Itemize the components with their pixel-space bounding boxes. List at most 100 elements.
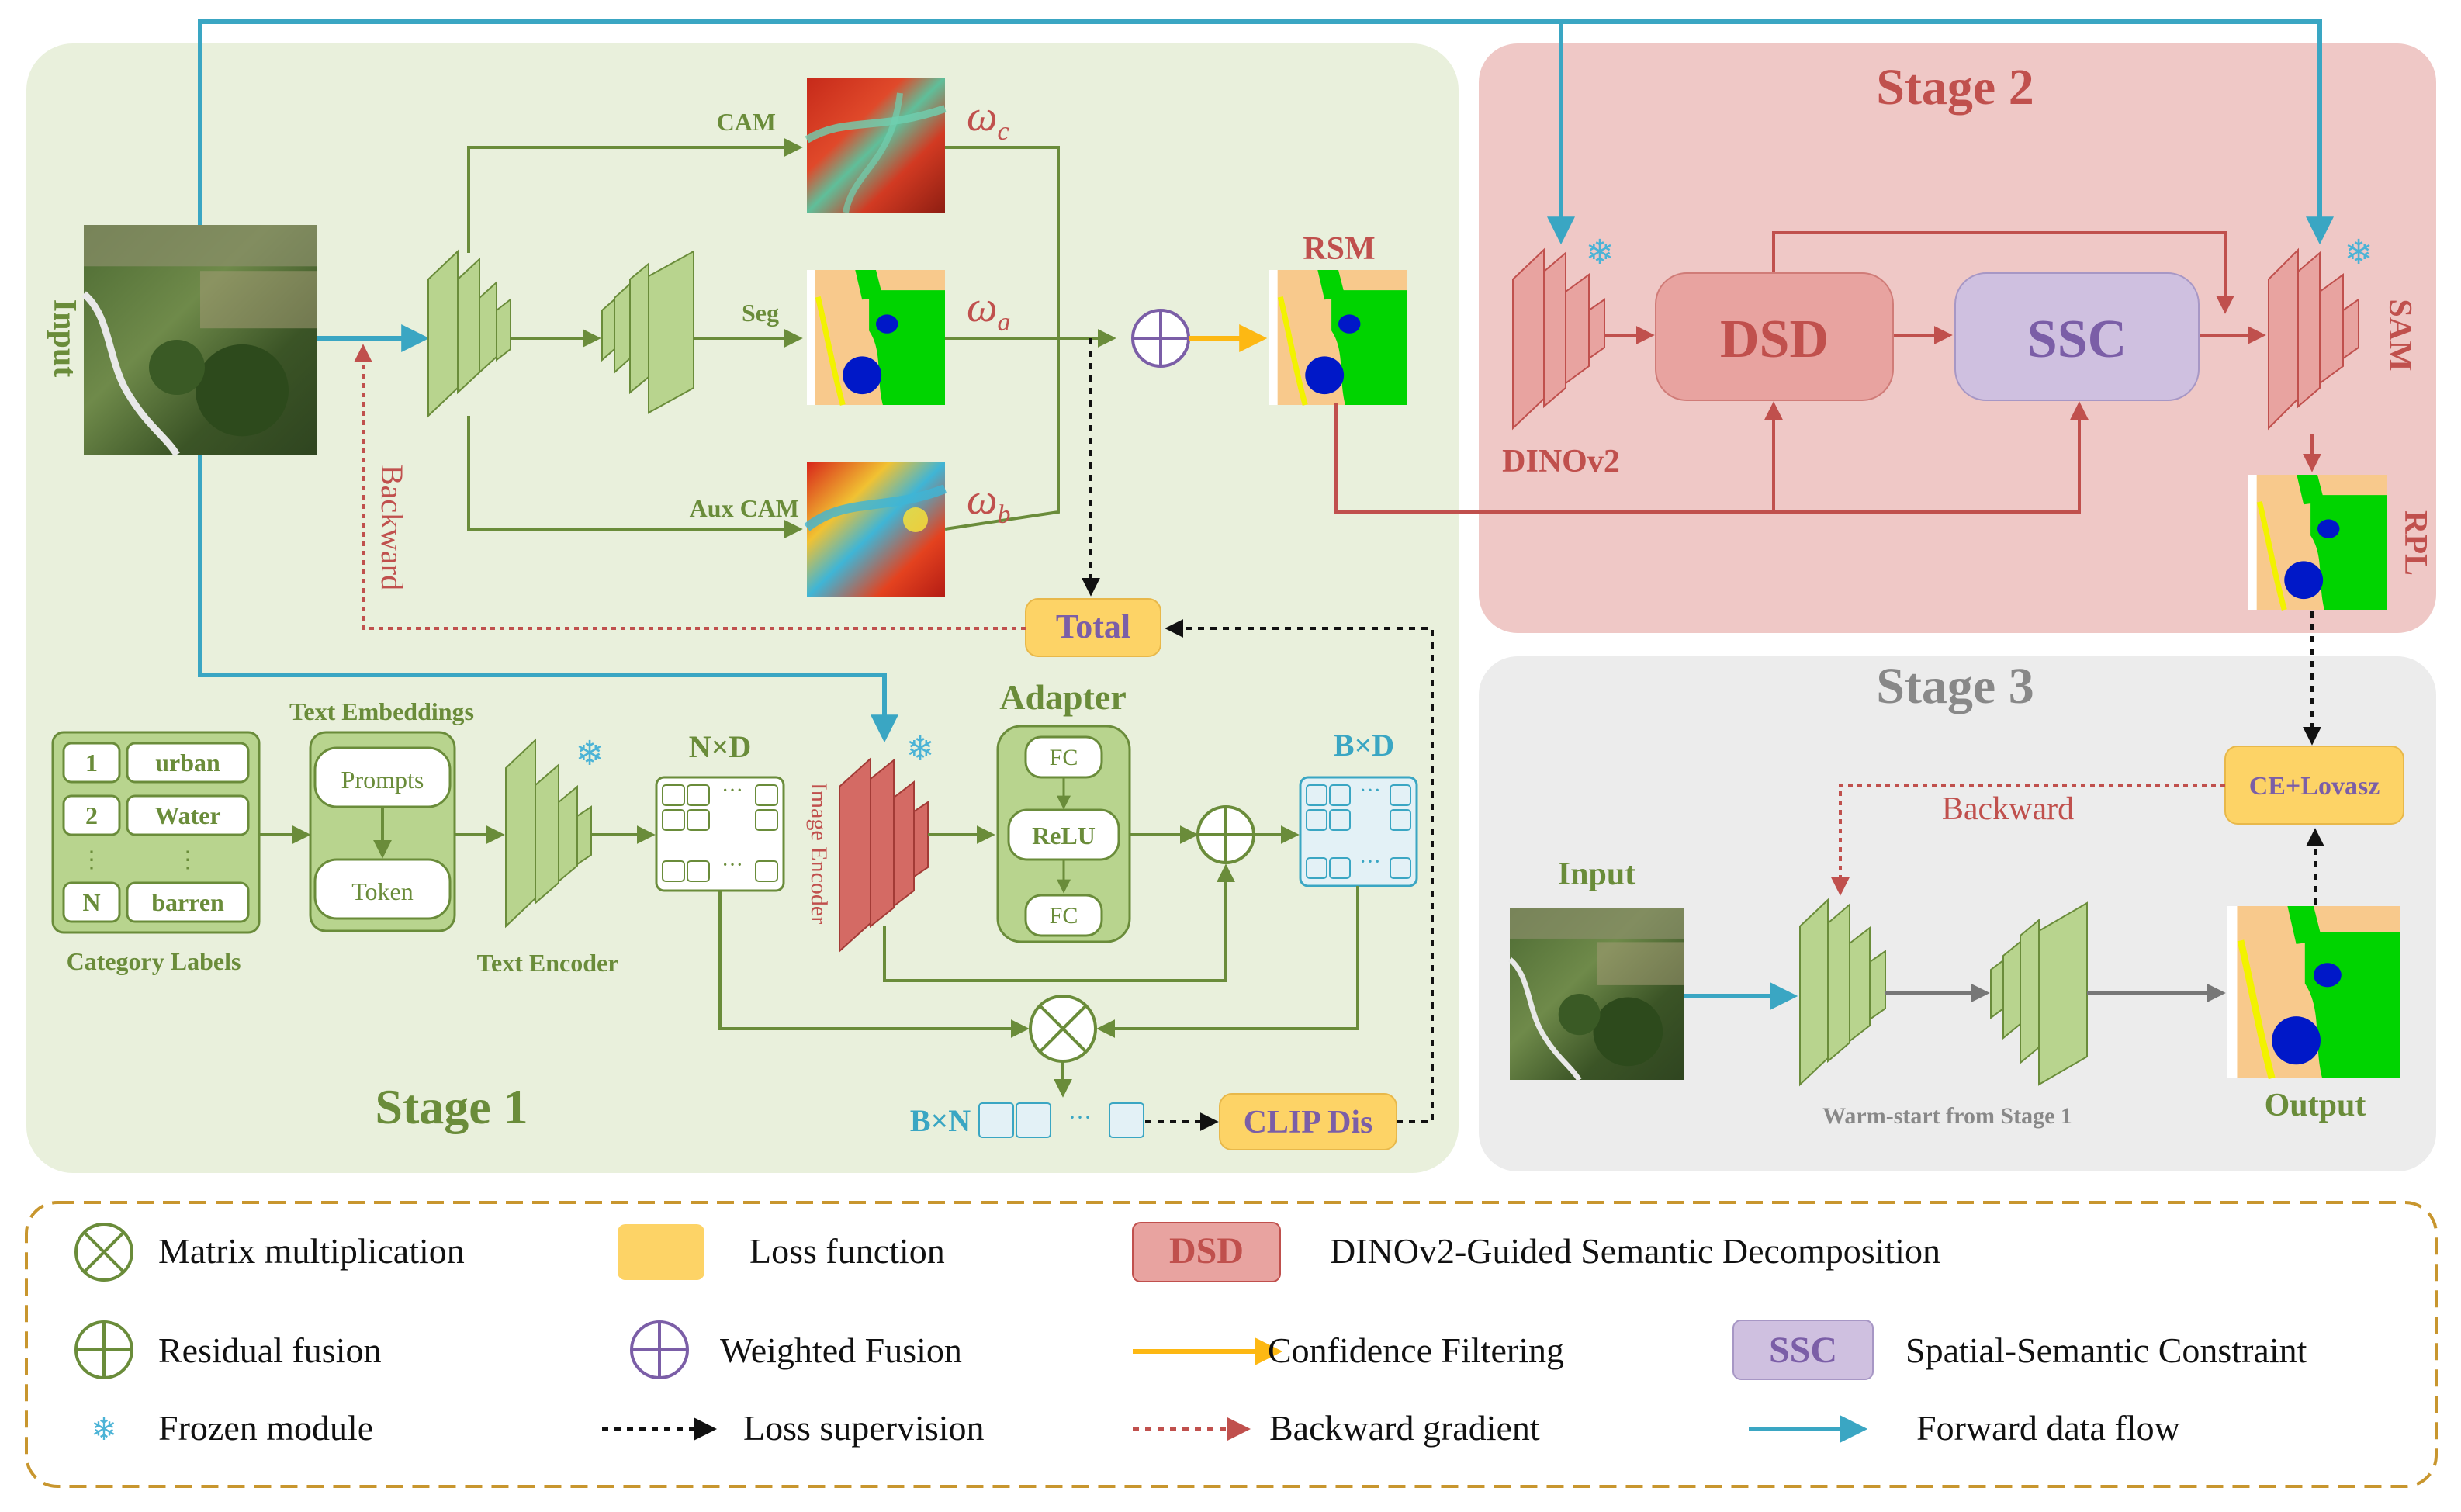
adapter-title: Adapter: [999, 677, 1127, 717]
cam-heatmap: [805, 78, 947, 213]
dinov2-label: DINOv2: [1502, 444, 1620, 479]
dsd-label: DSD: [1720, 310, 1829, 369]
seg-map: [807, 270, 945, 405]
category-name-ellipsis: ⋮: [176, 847, 199, 873]
clip-to-total-dotted: [1165, 619, 1434, 1123]
cam-branch-label: CAM: [717, 108, 776, 136]
nxd-to-mult-line: [718, 891, 1030, 1038]
legend-matrix-mult: Matrix multiplication: [158, 1231, 465, 1271]
legend-dsd-tag: DSD: [1169, 1230, 1244, 1272]
rpl-map: [2248, 475, 2387, 610]
legend-residual-fusion: Residual fusion: [158, 1330, 381, 1370]
stage1-decoder-block: [601, 250, 694, 414]
category-name-n: barren: [151, 888, 224, 916]
legend-ssc-tag: SSC: [1769, 1330, 1837, 1371]
forward-flow-lines: [198, 19, 2334, 1010]
svg-text:···: ···: [722, 853, 743, 877]
sam-frozen-icon: ❄: [2345, 234, 2373, 272]
bxn-ellipsis: ···: [1068, 1105, 1092, 1130]
category-num-n: N: [82, 888, 100, 916]
stage1-input-image: [84, 225, 317, 455]
legend-dsd-desc: DINOv2-Guided Semantic Decomposition: [1330, 1231, 1940, 1271]
seg-branch-label: Seg: [742, 299, 779, 327]
legend-weighted-fusion-icon: [630, 1320, 689, 1379]
text-encoder-block: [505, 738, 592, 929]
weighted-fusion-op: [1131, 309, 1190, 368]
rpl-label: RPL: [2397, 510, 2433, 576]
ce-lovasz-label: CE+Lovasz: [2249, 772, 2380, 801]
clip-dis-box: [1219, 1093, 1397, 1150]
bxn-vector: [978, 1102, 1144, 1138]
category-name-2: Water: [154, 801, 220, 829]
category-labels-title: Category Labels: [67, 947, 241, 975]
dsd-box: [1655, 272, 1894, 401]
bxd-matrix: ··· ···: [1299, 776, 1418, 887]
sam-block: [2268, 247, 2359, 431]
text-encoder-label: Text Encoder: [477, 949, 619, 977]
relu-label: ReLU: [1032, 822, 1096, 849]
clip-dis-label: CLIP Dis: [1244, 1105, 1373, 1140]
category-rows: 1 urban 2 Water ⋮ ⋮ N barren: [62, 742, 250, 923]
svg-text:···: ···: [722, 779, 743, 803]
text-encoder-frozen-icon: ❄: [576, 735, 604, 773]
nxd-label: N×D: [689, 729, 752, 764]
stage3-input-label: Input: [1558, 856, 1635, 892]
stage1-title: Stage 1: [375, 1079, 528, 1134]
svg-text:···: ···: [1359, 779, 1381, 803]
stage3-output-label: Output: [2265, 1088, 2366, 1123]
ssc-label: SSC: [2027, 310, 2127, 369]
weight-wb: ωb: [967, 476, 1011, 529]
legend-box: [25, 1201, 2438, 1488]
backward-dotted-stage3: [1831, 784, 2225, 896]
category-name-1: urban: [155, 749, 220, 777]
stage3-decoder-block: [1990, 901, 2088, 1086]
stage3-backward-label: Backward: [1942, 791, 2074, 827]
rsm-map: [1269, 270, 1407, 405]
fc2-label: FC: [1050, 903, 1078, 929]
fc2-box: [1024, 894, 1103, 937]
weight-wc: ωc: [967, 92, 1009, 146]
bxd-to-mult-line: [1096, 886, 1359, 1038]
legend-loss-function: Loss function: [749, 1231, 945, 1271]
fc1-label: FC: [1050, 745, 1078, 770]
stage3-input-image: [1510, 908, 1684, 1080]
legend-residual-fusion-icon: [74, 1320, 133, 1379]
sam-label: SAM: [2382, 299, 2418, 371]
image-encoder-block: [839, 756, 929, 953]
stage1-backward-label: Backward: [375, 465, 410, 590]
legend-ssc-swatch: [1732, 1320, 1874, 1380]
backward-dotted-stage1: [354, 344, 1026, 630]
token-box: [313, 858, 452, 920]
stage1-encoder-block: [427, 249, 511, 418]
category-num-2: 2: [85, 801, 98, 829]
stage2-title: Stage 2: [1876, 59, 2034, 116]
legend-backward-gradient: Backward gradient: [1269, 1408, 1540, 1448]
svg-text:···: ···: [1359, 850, 1381, 874]
warm-start-label: Warm-start from Stage 1: [1822, 1103, 2072, 1129]
legend-frozen-icon: ❄: [91, 1412, 117, 1447]
legend-matrix-mult-icon: [74, 1223, 133, 1282]
weight-wa: ωa: [967, 283, 1011, 337]
aux-cam-branch-label: Aux CAM: [690, 494, 799, 522]
category-num-1: 1: [85, 749, 98, 777]
stage1-green-lines: [467, 138, 1116, 538]
stage1-panel: [26, 43, 1459, 1173]
legend-forward-flow: Forward data flow: [1916, 1408, 2181, 1448]
stage1-input-label: Input: [47, 299, 82, 377]
bxn-label: B×N: [910, 1103, 971, 1138]
matrix-mult-op: [1029, 995, 1097, 1063]
legend-frozen-module: Frozen module: [158, 1408, 373, 1448]
legend-dsd-swatch: [1132, 1222, 1281, 1282]
stage3-title: Stage 3: [1876, 658, 2034, 714]
nxd-matrix: ··· ···: [655, 776, 785, 892]
prompts-label: Prompts: [341, 766, 424, 794]
residual-skip-line: [883, 863, 1235, 982]
image-encoder-label: Image Encoder: [806, 783, 832, 924]
stage3-encoder-block: [1799, 898, 1886, 1087]
aux-cam-heatmap: [804, 462, 947, 597]
ssc-box: [1954, 272, 2200, 401]
dinov2-frozen-icon: ❄: [1586, 234, 1615, 272]
stage2-red-lines: [1334, 231, 2321, 514]
total-loss-label: Total: [1056, 607, 1130, 645]
legend-loss-supervision: Loss supervision: [743, 1408, 985, 1448]
